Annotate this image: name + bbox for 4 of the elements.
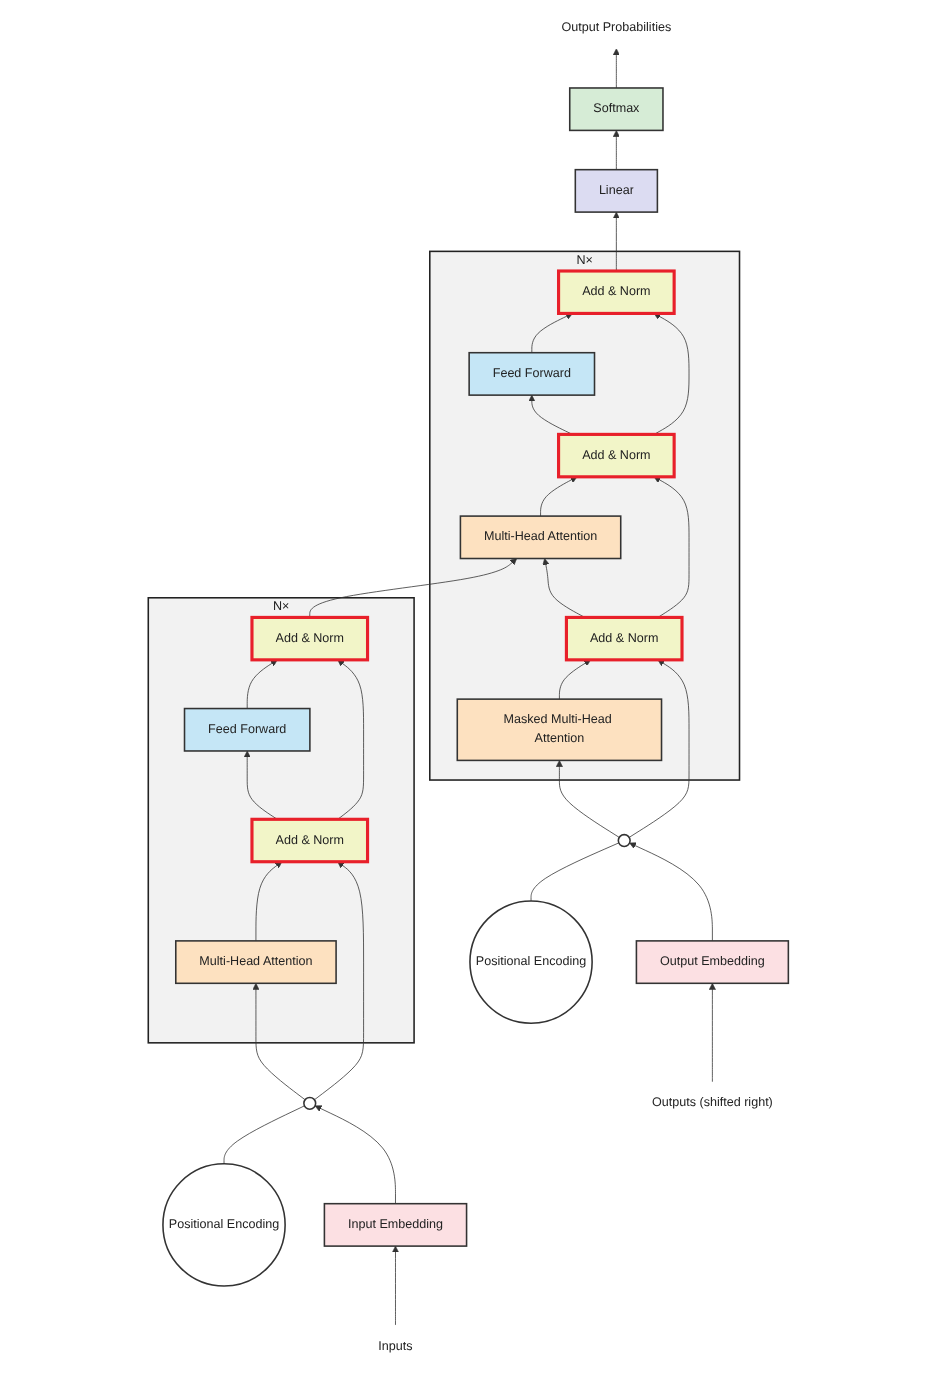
node-circle — [618, 833, 632, 848]
connector — [224, 1105, 306, 1165]
node-circle — [303, 1096, 318, 1110]
connector — [531, 842, 620, 902]
